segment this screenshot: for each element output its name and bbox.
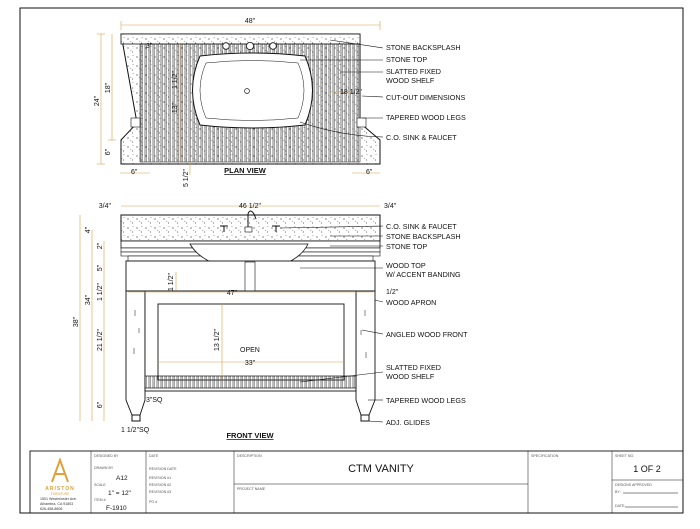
- revision-2: REVISION #2: [149, 483, 171, 487]
- front-callout-apron: WOOD APRON: [386, 298, 436, 307]
- revision-date-label: REVISION DATE: [149, 467, 177, 471]
- front-callout-sink: C.O. SINK & FAUCET: [386, 222, 457, 231]
- front-open-label: OPEN: [240, 347, 260, 354]
- date2-label: DATE:: [615, 504, 625, 508]
- plan-callout-shelf: WOOD SHELF: [386, 76, 435, 85]
- description-label: DESCRIPTION: [237, 454, 262, 458]
- plan-dim-bottom: 5 1/2": [183, 168, 190, 187]
- title-block: ARISTON FURNITURE 1501 Westminster Ave. …: [29, 450, 684, 514]
- front-leg-right: [355, 290, 376, 416]
- front-opening: [157, 303, 345, 381]
- plan-dim-upper: 18": [105, 82, 112, 93]
- front-dim-right-12: 1/2": [386, 289, 399, 296]
- plan-callout-sink: C.O. SINK & FAUCET: [386, 133, 457, 142]
- plan-drain: [244, 88, 250, 94]
- front-callout-backsplash: STONE BACKSPLASH: [386, 232, 461, 241]
- front-dim-112-inner: 1 1/2": [168, 272, 175, 291]
- plan-callout-cutout: CUT-OUT DIMENSIONS: [386, 93, 466, 102]
- address-line-1: 1501 Westminster Ave.: [40, 497, 77, 501]
- front-dim-1312: 13 1/2": [214, 329, 221, 351]
- front-leg-left: [125, 290, 146, 416]
- front-slatted-shelf: [144, 375, 357, 389]
- plan-dim-width: 48": [245, 18, 256, 25]
- item-label: ITEM #: [94, 498, 106, 502]
- plan-dim-left-a: 1 1/2": [172, 70, 179, 89]
- front-view-title: FRONT VIEW: [226, 431, 274, 440]
- plan-dim-lower: 6": [105, 148, 112, 155]
- front-view: 46 1/2" 3/4" 3/4" 38" 34" 4" 2" 5" 1 1/2…: [73, 203, 468, 440]
- ariston-logo-icon: [51, 457, 69, 483]
- front-dim-34: 34": [85, 294, 92, 305]
- sheet-no-label: SHEET NO.: [615, 454, 634, 458]
- logo-sub: FURNITURE: [51, 492, 69, 496]
- front-dim-2112: 21 1/2": [97, 329, 104, 351]
- plan-dim-bowl: 18 1/2": [340, 89, 362, 96]
- plan-dim-side: 3": [146, 43, 153, 50]
- front-dim-112: 1 1/2": [97, 282, 104, 301]
- item-value: F-1910: [106, 505, 127, 512]
- plan-faucet-spout: [245, 42, 254, 51]
- front-faucet: [247, 210, 257, 227]
- address-line-3: 626-458-8606: [40, 507, 62, 511]
- drawn-value: A12: [116, 475, 128, 482]
- by-label: BY:: [615, 490, 621, 494]
- plan-dim-left-b: 13": [172, 102, 179, 113]
- front-dim-right-34: 3/4": [384, 203, 397, 210]
- revision-3: REVISION #3: [149, 490, 171, 494]
- front-callout-shelf: WOOD SHELF: [386, 372, 435, 381]
- plan-callout-slatted: SLATTED FIXED: [386, 67, 441, 76]
- front-callout-angled: ANGLED WOOD FRONT: [386, 330, 468, 339]
- approved-label: DESIGNS APPROVED: [615, 483, 652, 487]
- plan-dim-corner-left: 6": [131, 169, 138, 176]
- front-dim-left-34: 3/4": [99, 203, 112, 210]
- address-line-2: Alhambra, CA 91803: [40, 502, 73, 506]
- front-dim-2: 2": [97, 242, 104, 249]
- plan-view-title: PLAN VIEW: [224, 166, 267, 175]
- front-dim-5: 5": [97, 264, 104, 271]
- page-label: PG #: [149, 500, 157, 504]
- front-dim-38: 38": [73, 316, 80, 327]
- front-callout-banding: W/ ACCENT BANDING: [386, 270, 461, 279]
- drawing-title: CTM VANITY: [348, 463, 414, 475]
- revision-1: REVISION #1: [149, 476, 171, 480]
- logo-text: ARISTON: [45, 486, 74, 492]
- specification-label: SPECIFICATION: [531, 454, 559, 458]
- front-dim-47: 47": [227, 290, 238, 297]
- front-dim-leg-sq: 3"SQ: [146, 397, 163, 404]
- front-dim-foot-sq: 1 1/2"SQ: [121, 427, 150, 434]
- plan-faucet-handle-left: [222, 42, 230, 50]
- front-dim-33: 33": [245, 360, 256, 367]
- front-dim-6: 6": [97, 401, 104, 408]
- scale-value: 1" = 12": [108, 490, 132, 497]
- plan-dim-depth: 24": [94, 95, 101, 106]
- front-callout-legs: TAPERED WOOD LEGS: [386, 396, 466, 405]
- sheet-number: 1 OF 2: [633, 464, 661, 474]
- front-callout-stone-top: STONE TOP: [386, 242, 427, 251]
- front-callout-wood-top: WOOD TOP: [386, 261, 426, 270]
- project-name-label: PROJECT NAME: [237, 487, 266, 491]
- plan-backsplash: [120, 33, 361, 45]
- scale-label: SCALE: [94, 483, 106, 487]
- front-dim-4: 4": [85, 226, 92, 233]
- plan-dim-corner-right: 6": [366, 169, 373, 176]
- designer-label: DESIGNED BY: [94, 454, 119, 458]
- front-callout-glides: ADJ. GLIDES: [386, 418, 430, 427]
- plan-callout-stone-top: STONE TOP: [386, 55, 427, 64]
- front-dim-top-width: 46 1/2": [239, 203, 261, 210]
- drawn-label: DRAWN BY: [94, 466, 114, 470]
- date-label: DATE: [149, 454, 159, 458]
- plan-view: 48" 24" 18" 6" 3" 1 1/2" 13" 5 1/2" 6" 6…: [94, 18, 466, 187]
- plan-sink-bowl: [192, 52, 313, 129]
- front-callout-slatted: SLATTED FIXED: [386, 363, 441, 372]
- plan-callout-backsplash: STONE BACKSPLASH: [386, 43, 461, 52]
- plan-callout-legs: TAPERED WOOD LEGS: [386, 113, 466, 122]
- plan-faucet-handle-right: [269, 42, 277, 50]
